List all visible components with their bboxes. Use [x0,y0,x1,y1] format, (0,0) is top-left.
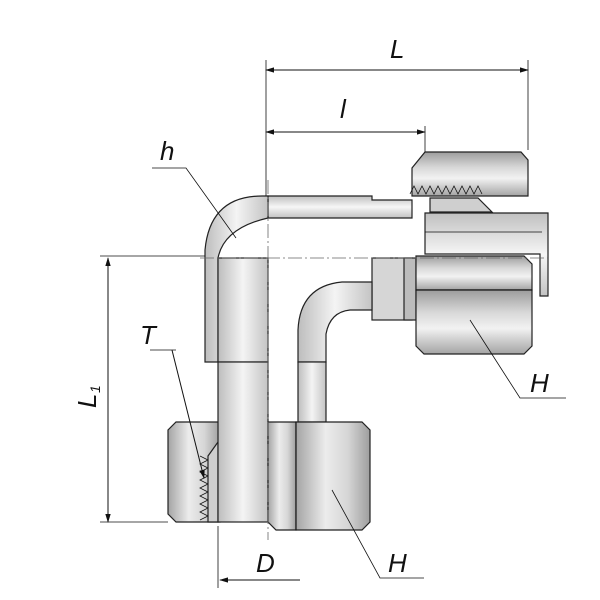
horizontal-branch [267,151,549,355]
right-hex-nut [415,255,533,291]
vertical-tube [217,361,269,523]
leader-T [171,349,205,479]
upper-nut-section [411,151,529,197]
elbow-inner-bore [297,281,373,363]
vertical-branch [167,361,371,531]
svg-text:L: L [72,394,102,408]
elbow-body [204,195,373,423]
label-D: D [256,548,275,578]
upper-tube [424,212,549,297]
center-lines [200,180,548,540]
horizontal-bore-body [267,195,413,219]
label-h: h [160,136,174,166]
upper-ferrule [429,197,494,213]
svg-text:1: 1 [87,385,103,393]
label-H-right: H [530,368,549,398]
dimension-lines [100,60,529,588]
elbow-outer-wall [204,195,269,363]
label-L1: L 1 [72,385,103,408]
label-H-bottom: H [388,548,407,578]
label-l: l [340,94,347,124]
upper-nut-thread [409,185,483,195]
lower-hex-nut [267,421,297,531]
label-T: T [140,320,158,350]
lower-thread [199,455,209,521]
vertical-body [217,257,269,363]
label-L: L [390,34,404,64]
leader-lines [150,167,566,579]
